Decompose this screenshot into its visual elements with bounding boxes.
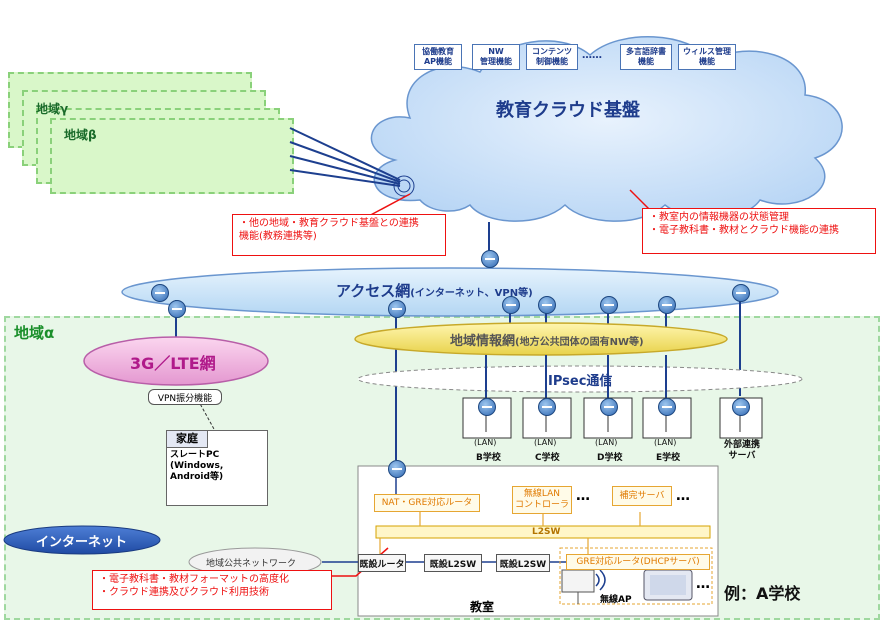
region-beta-box [50, 118, 294, 194]
region-beta-label: 地域β [64, 128, 97, 142]
gre-router-box: GRE対応ルータ(DHCPサーバ) [566, 554, 710, 570]
regional-network-label: 地域情報網(地方公共団体の固有NW等) [450, 330, 644, 349]
internet-label: インターネット [36, 535, 128, 550]
access-network-title: アクセス網 [336, 282, 411, 300]
local-gov-network-label: 地域公共ネットワーク [206, 559, 297, 569]
school-b-lan: (LAN) [474, 438, 497, 447]
school-d-lan: (LAN) [595, 438, 618, 447]
region-gamma-label: 地域γ [36, 102, 69, 116]
classroom-label: 教室 [470, 600, 495, 614]
router-access-b [502, 296, 520, 314]
whiteboard-icon [561, 569, 595, 604]
school-d-label: D学校 [597, 453, 623, 463]
school-a-ellipsis-2: … [676, 488, 690, 504]
router-school-b [478, 398, 496, 416]
l2sw-label: L2SW [532, 527, 561, 537]
cloud-function-box-4: 多言語辞書 機能 [620, 44, 672, 70]
callout-right: ・教室内の情報機器の状態管理 ・電子教科書・教材とクラウド機能の連携 [642, 208, 876, 254]
region-links [289, 127, 401, 187]
existing-router-box: 既設ルータ [358, 554, 406, 572]
region-alpha-label: 地域α [14, 324, 55, 342]
vpn-function-label: VPN振分機能 [157, 393, 213, 404]
router-access-e [658, 296, 676, 314]
cloud-function-box-2: NW 管理機能 [472, 44, 520, 70]
school-a-existing-links [395, 476, 566, 563]
tablet-icon [643, 569, 693, 601]
router-access-ext [732, 284, 750, 302]
router-access-left [151, 284, 169, 302]
router-cloud [481, 250, 499, 268]
cloud-title: 教育クラウド基盤 [496, 100, 640, 121]
school-a-ellipsis-3: … [696, 576, 710, 592]
cloud-function-box-5: ウィルス管理 機能 [678, 44, 736, 70]
school-c-lan: (LAN) [534, 438, 557, 447]
callout-left: ・他の地域・教育クラウド基盤との連携 機能(教務連携等) [232, 214, 446, 256]
home-device-label: スレートPC (Windows, Android等) [170, 450, 224, 482]
router-school-a-entry [388, 460, 406, 478]
school-links [485, 355, 667, 404]
router-ext-server [732, 398, 750, 416]
regional-network-sub: (地方公共団体の固有NW等) [515, 337, 644, 348]
access-network-label: アクセス網(インターネット、VPN等) [336, 280, 533, 301]
cloud-function-box-3: コンテンツ 制御機能 [526, 44, 578, 70]
mobile-network-label: 3G／LTE網 [130, 354, 216, 373]
router-access-d [600, 296, 618, 314]
vpn-function-box: VPN振分機能 [148, 389, 222, 405]
router-access-c [538, 296, 556, 314]
existing-l2sw-box-2: 既設L2SW [496, 554, 550, 572]
callout-bottom: ・電子教科書・教材フォーマットの高度化 ・クラウド連携及びクラウド利用技術 [92, 570, 332, 610]
ipsec-shape [357, 365, 803, 393]
ext-server-label: 外部連携 サーバ [723, 440, 760, 461]
cloud-gateway-spiral [393, 175, 415, 197]
cloud-shape [370, 35, 843, 222]
school-a-example-label: 例：A学校 [724, 584, 801, 603]
existing-l2sw-box-1: 既設L2SW [424, 554, 482, 572]
router-access-school-a [388, 300, 406, 318]
internet-shape [3, 525, 161, 555]
regional-network-shape [354, 322, 728, 356]
school-c-label: C学校 [535, 453, 560, 463]
aux-server-box: 補完サーバ [612, 486, 672, 506]
access-network-sub: (インターネット、VPN等) [410, 288, 533, 299]
router-access-mobile [168, 300, 186, 318]
school-a-links [379, 512, 641, 554]
regional-network-title: 地域情報網 [450, 334, 516, 349]
school-a-ellipsis-1: … [576, 488, 590, 504]
cloud-function-box-1: 協働教育 AP機能 [414, 44, 462, 70]
router-school-e [658, 398, 676, 416]
mobile-network-shape [83, 336, 269, 386]
wlan-controller-box: 無線LAN コントローラ [512, 486, 572, 514]
router-school-d [600, 398, 618, 416]
router-school-c [538, 398, 556, 416]
nat-router-box: NAT・GRE対応ルータ [374, 494, 480, 512]
school-e-lan: (LAN) [654, 438, 677, 447]
cloud-ellipsis: …… [582, 50, 602, 61]
home-label: 家庭 [166, 430, 208, 448]
school-e-label: E学校 [656, 453, 681, 463]
school-b-label: B学校 [476, 453, 501, 463]
ipsec-label: IPsec通信 [548, 374, 613, 389]
wireless-ap-label: 無線AP [600, 595, 632, 605]
